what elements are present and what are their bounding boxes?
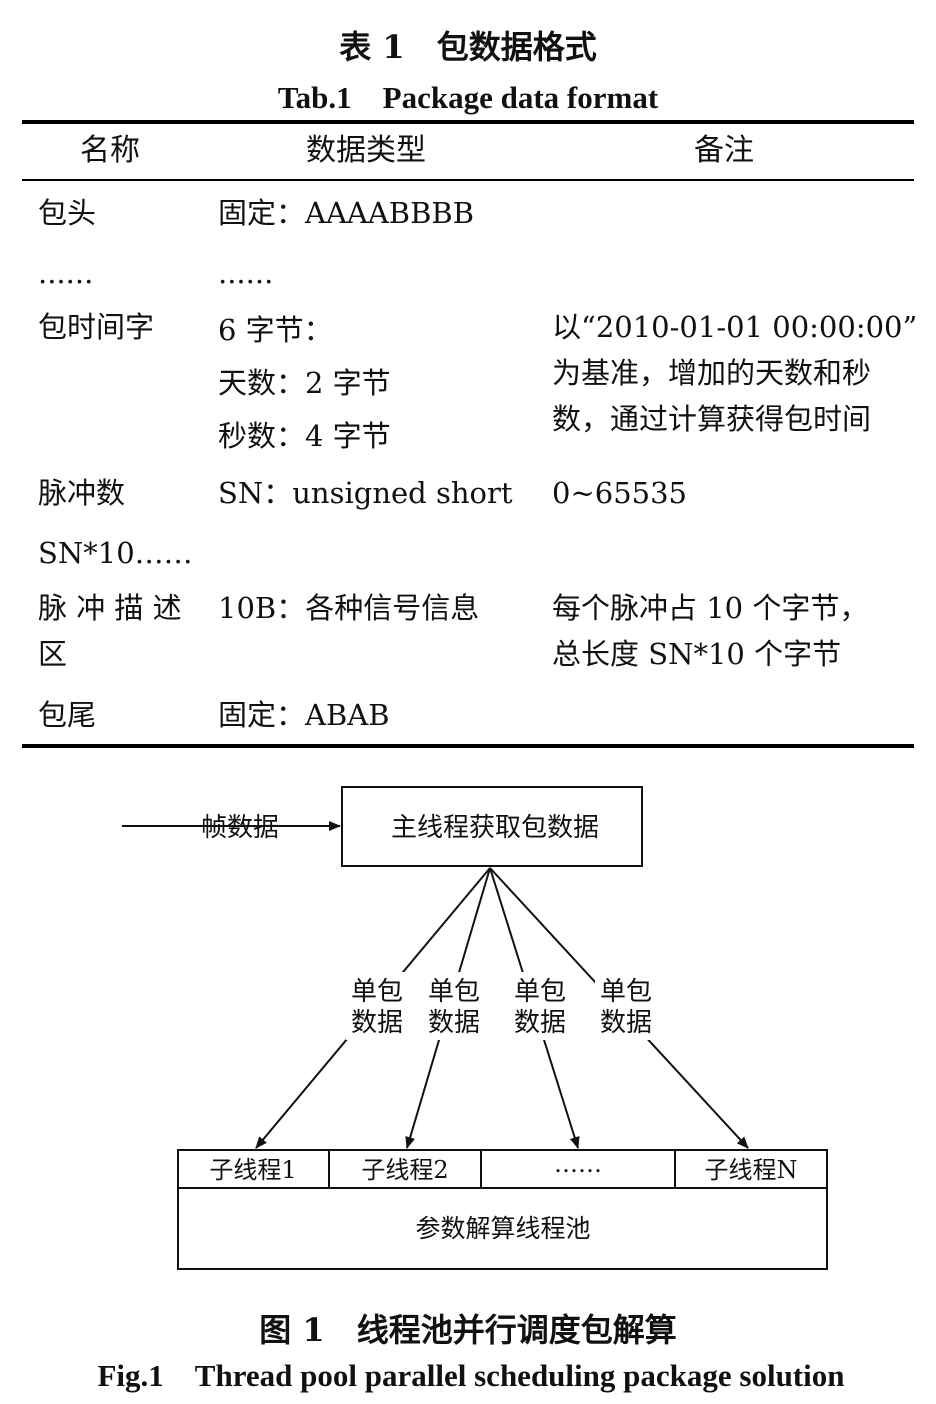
row-type-2: 6 字节： 天数：2 字节秒数：4 字节	[218, 304, 391, 463]
row-name-line: 包头	[38, 196, 97, 230]
table-top-rule	[22, 120, 914, 124]
row-note-2: 以“2010-01-01 00:00:00” 为基准，增加的天数和秒数，通过计算获…	[552, 304, 917, 442]
row-note-5: 每个脉冲占 10 个字节， 总长度 SN*10 个字节	[552, 585, 868, 677]
thread-pool-label: 参数解算线程池	[415, 1214, 590, 1243]
table-header-note: 备注	[694, 133, 754, 168]
edge-label-4-line1: 单包	[600, 977, 652, 1007]
edge-label-3-line1: 单包	[514, 977, 566, 1007]
row-note-line: 为基准，增加的天数和秒	[552, 356, 872, 390]
table-caption-cn: 表 1 包数据格式	[339, 28, 597, 66]
row-type-line: 天数：2 字节	[218, 366, 391, 400]
row-name-line: 包尾	[38, 698, 97, 732]
row-type-5: 10B：各种信号信息	[218, 585, 479, 631]
table-bottom-rule	[22, 744, 914, 748]
row-type-line: 秒数：4 字节	[218, 419, 391, 453]
row-name-line: 脉冲数	[38, 476, 126, 510]
row-note-3: 0~65535	[552, 470, 687, 516]
row-type-1: ......	[218, 250, 273, 296]
sub-thread-ellipsis: ……	[554, 1150, 602, 1178]
main-thread-box	[341, 786, 643, 867]
row-type-line: SN：unsigned short	[218, 476, 513, 510]
main-thread-label: 主线程获取包数据	[391, 813, 599, 843]
row-type-0: 固定：AAAABBBB	[218, 190, 474, 236]
row-note-line: 每个脉冲占 10 个字节，	[552, 591, 869, 625]
table-header-type: 数据类型	[306, 133, 426, 168]
row-name-line: 包时间字	[38, 310, 155, 344]
input-label: 帧数据	[201, 813, 279, 843]
edge-label-4-line2: 数据	[600, 1008, 652, 1038]
table-header-rule	[22, 179, 914, 181]
row-name-4: SN*10……	[38, 530, 193, 576]
row-type-line: 固定：AAAABBBB	[218, 196, 475, 230]
figure-caption-en: Fig.1 Thread pool parallel scheduling pa…	[97, 1358, 845, 1393]
row-name-0: 包头	[38, 190, 96, 236]
row-note-line: 0~65535	[552, 476, 688, 510]
row-type-line: 固定：ABAB	[218, 698, 390, 732]
row-note-line: 总长度 SN*10 个字节	[552, 637, 842, 671]
sub-thread-1: 子线程1	[209, 1156, 296, 1184]
row-type-line: ......	[218, 256, 274, 290]
row-note-line: 以“2010-01-01 00:00:00”	[552, 310, 918, 344]
edge-label-2-line1: 单包	[428, 977, 480, 1007]
sub-thread-n: 子线程N	[705, 1156, 798, 1184]
thread-pool-box	[177, 1149, 828, 1270]
edge-label-3-line2: 数据	[514, 1008, 566, 1038]
table-caption-en: Tab.1 Package data format	[277, 80, 659, 115]
row-name-line: 区	[38, 637, 68, 671]
table-header-name: 名称	[80, 133, 140, 168]
row-note-line: 数，通过计算获得包时间	[552, 402, 872, 436]
figure-caption-cn: 图 1 线程池并行调度包解算	[259, 1311, 677, 1349]
edge-label-2-line2: 数据	[428, 1008, 480, 1038]
edge-label-1-line1: 单包	[351, 977, 403, 1007]
row-name-5: 脉 冲 描 述区	[38, 585, 182, 677]
row-type-6: 固定：ABAB	[218, 692, 390, 738]
row-name-6: 包尾	[38, 692, 96, 738]
row-type-line: 10B：各种信号信息	[218, 591, 480, 625]
row-name-1: ......	[38, 250, 93, 296]
row-type-3: SN：unsigned short	[218, 470, 512, 516]
sub-thread-2: 子线程2	[361, 1156, 448, 1184]
row-name-2: 包时间字	[38, 304, 154, 350]
row-name-line: SN*10……	[38, 536, 193, 570]
row-name-3: 脉冲数	[38, 470, 125, 516]
row-name-line: 脉 冲 描 述	[38, 591, 182, 625]
row-name-line: ......	[38, 256, 94, 290]
row-type-line: 6 字节：	[218, 313, 333, 347]
edge-label-1-line2: 数据	[351, 1008, 403, 1038]
